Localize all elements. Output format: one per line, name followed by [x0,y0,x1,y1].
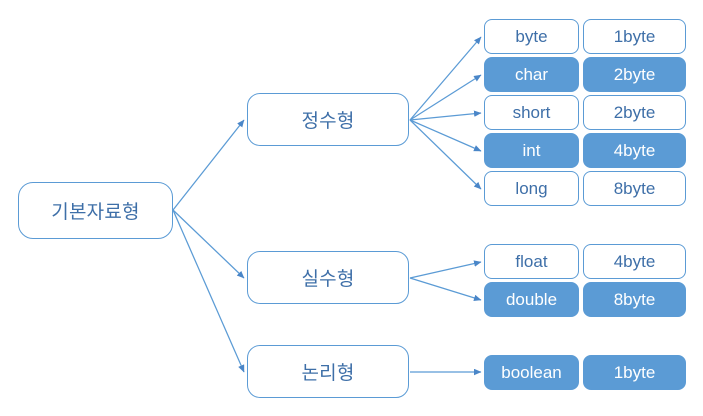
type-size-label: 8byte [613,178,656,198]
type-cell-short-size[interactable]: 2byte [583,95,686,130]
type-name-label: char [514,64,549,84]
node-root[interactable]: 기본자료형 [18,182,173,239]
edge-integer-to-short [409,110,482,121]
type-cell-boolean-name[interactable]: boolean [484,355,579,390]
type-size-label: 8byte [613,289,656,309]
type-cell-double-name[interactable]: double [484,282,579,317]
type-name-label: long [515,178,548,198]
type-size-label: 4byte [613,251,656,271]
type-cell-float-size[interactable]: 4byte [583,244,686,279]
type-cell-byte-name[interactable]: byte [484,19,579,54]
type-cell-boolean-size[interactable]: 1byte [583,355,686,390]
type-cell-char-size[interactable]: 2byte [583,57,686,92]
edge-root-to-boolean [172,209,245,373]
type-size-label: 2byte [613,102,656,122]
type-cell-char-name[interactable]: char [484,57,579,92]
node-category-float-label: 실수형 [301,269,355,290]
type-cell-int-name[interactable]: int [484,133,579,168]
type-size-label: 1byte [613,362,656,382]
edge-float-to-float [409,260,482,279]
node-category-boolean-label: 논리형 [301,363,355,384]
type-size-label: 1byte [613,26,656,46]
type-name-label: short [512,102,551,122]
node-category-float[interactable]: 실수형 [247,251,409,304]
type-name-label: double [505,289,558,309]
edge-integer-to-int [409,119,482,152]
edge-integer-to-char [409,74,482,121]
edge-root-to-integer [172,119,245,211]
edge-integer-to-long [409,119,482,190]
type-name-label: boolean [501,362,562,382]
type-cell-double-size[interactable]: 8byte [583,282,686,317]
type-cell-short-name[interactable]: short [484,95,579,130]
node-category-boolean[interactable]: 논리형 [247,345,409,398]
type-cell-long-name[interactable]: long [484,171,579,206]
type-name-label: float [515,251,548,271]
edge-float-to-double [409,277,482,302]
type-cell-float-name[interactable]: float [484,244,579,279]
type-cell-byte-size[interactable]: 1byte [583,19,686,54]
type-name-label: int [522,140,541,160]
type-size-label: 4byte [613,140,656,160]
type-size-label: 2byte [613,64,656,84]
node-root-label: 기본자료형 [51,202,140,223]
node-category-integer[interactable]: 정수형 [247,93,409,146]
node-category-integer-label: 정수형 [301,111,355,132]
type-cell-int-size[interactable]: 4byte [583,133,686,168]
edge-root-to-float [172,209,245,279]
type-name-label: byte [515,26,548,46]
type-cell-long-size[interactable]: 8byte [583,171,686,206]
edge-integer-to-byte [409,36,482,121]
